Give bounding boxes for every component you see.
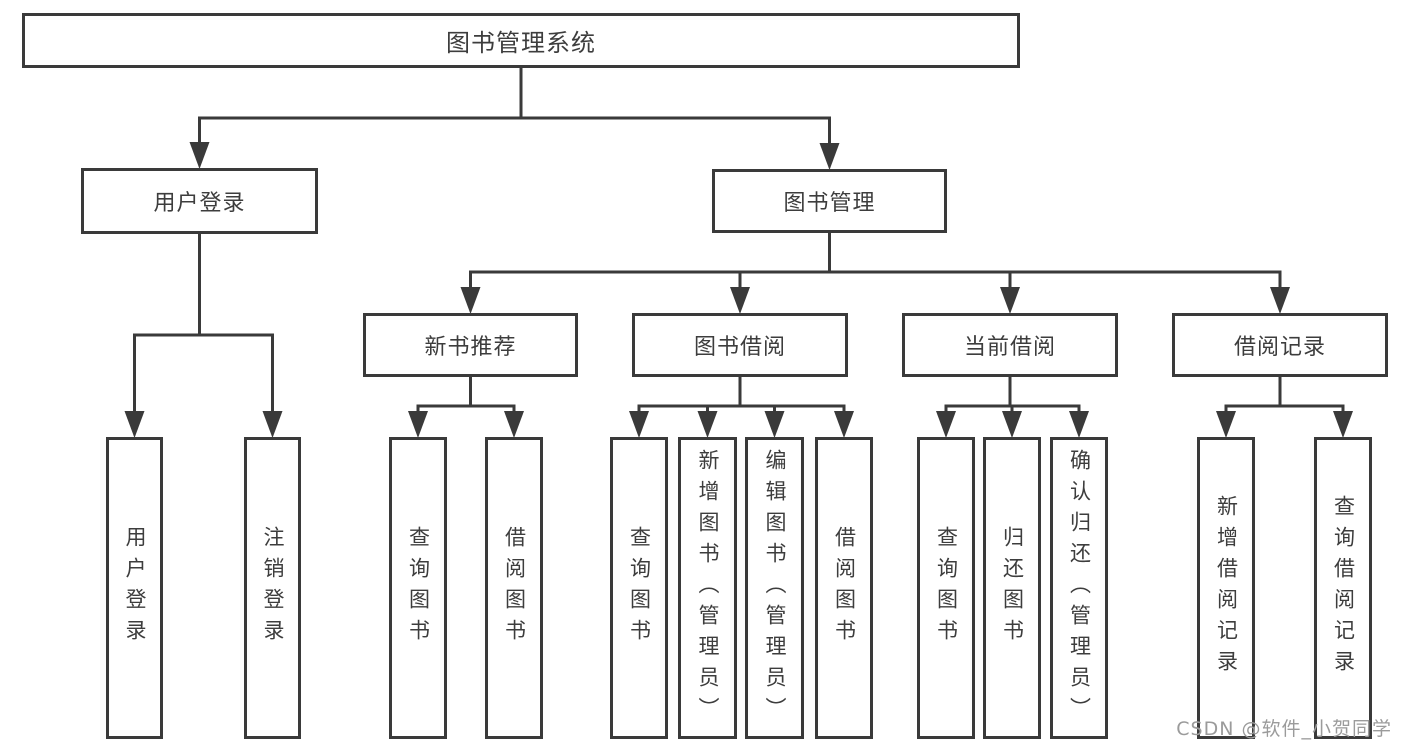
arrowhead-icon [834,411,854,438]
diagram-node-new-book-recommend: 新书推荐 [363,313,578,377]
arrowhead-icon [262,411,283,438]
arrowhead-icon [1002,411,1022,438]
diagram-node-user-login: 用户登录 [81,168,318,234]
arrowhead-icon [460,287,481,314]
diagram-node-label: 借阅记录 [1233,335,1326,360]
arrowhead-icon [1216,411,1236,438]
diagram-node-label: 确认归还（管理员） [1067,448,1092,728]
diagram-node-leaf-cb-confirm: 确认归还（管理员） [1050,437,1108,739]
diagram-node-leaf-nbr-query: 查询图书 [389,437,447,739]
diagram-node-label: 用户登录 [123,526,148,650]
diagram-node-book-management: 图书管理 [712,169,947,233]
watermark-text: CSDN @软件_小贺同学 [1176,718,1392,740]
diagram-node-label: 查询图书 [406,526,431,650]
diagram-node-label: 新书推荐 [424,335,517,360]
diagram-node-leaf-cb-query: 查询图书 [917,437,975,739]
arrowhead-icon [504,411,524,438]
diagram-node-leaf-bb-edit: 编辑图书（管理员） [745,437,804,739]
diagram-node-leaf-br-add: 新增借阅记录 [1197,437,1255,739]
arrowhead-icon [819,143,840,170]
arrowhead-icon [1270,287,1290,314]
diagram-node-current-borrowing: 当前借阅 [902,313,1118,377]
arrowhead-icon [1069,411,1089,438]
diagram-node-label: 借阅图书 [502,526,527,650]
arrowhead-icon [936,411,956,438]
diagram-node-book-borrowing: 图书借阅 [632,313,848,377]
diagram-node-leaf-bb-add: 新增图书（管理员） [678,437,737,739]
arrowhead-icon [408,411,428,438]
diagram-node-leaf-cb-return: 归还图书 [983,437,1041,739]
arrowhead-icon [124,411,145,438]
diagram-node-leaf-nbr-borrow: 借阅图书 [485,437,543,739]
diagram-node-borrowing-records: 借阅记录 [1172,313,1388,377]
arrowhead-icon [629,411,649,438]
diagram-node-label: 新增图书（管理员） [696,448,721,728]
diagram-node-label: 查询图书 [627,526,652,650]
diagram-node-label: 图书管理 [783,191,876,216]
diagram-node-label: 查询借阅记录 [1331,495,1356,681]
diagram-node-leaf-bb-query: 查询图书 [610,437,668,739]
diagram-node-label: 图书管理系统 [446,29,596,57]
arrowhead-icon [1333,411,1353,438]
diagram-node-label: 归还图书 [1000,526,1025,650]
diagram-node-label: 查询图书 [934,526,959,650]
arrowhead-icon [697,411,718,438]
diagram-node-label: 注销登录 [261,526,286,650]
diagram-node-leaf-logout: 注销登录 [244,437,301,739]
arrowhead-icon [764,411,785,438]
diagram-node-label: 当前借阅 [963,335,1056,360]
diagram-node-label: 图书借阅 [693,335,786,360]
diagram-node-leaf-user-login: 用户登录 [106,437,163,739]
arrowhead-icon [189,142,210,169]
diagram-node-label: 借阅图书 [832,526,857,650]
diagram-node-leaf-br-query: 查询借阅记录 [1314,437,1372,739]
arrowhead-icon [730,287,750,314]
diagram-node-label: 编辑图书（管理员） [763,448,788,728]
arrowhead-icon [1000,287,1020,314]
diagram-node-root: 图书管理系统 [22,13,1020,68]
diagram-node-label: 新增借阅记录 [1214,495,1239,681]
diagram-node-leaf-bb-borrow: 借阅图书 [815,437,873,739]
diagram-node-label: 用户登录 [153,191,246,216]
